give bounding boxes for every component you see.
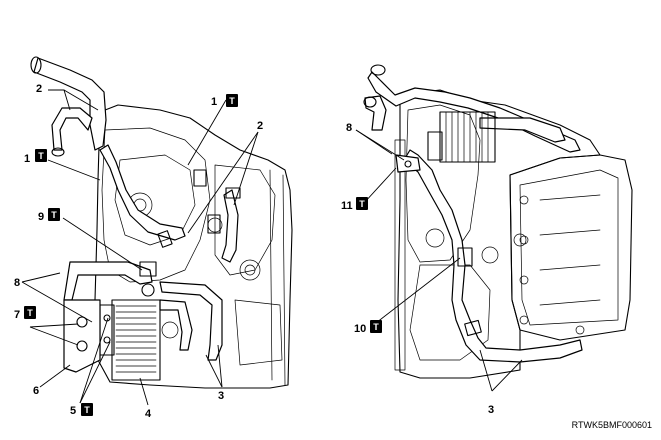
right-engine-view bbox=[363, 64, 633, 379]
torque-icon: T bbox=[48, 208, 60, 221]
callout-5: 5 bbox=[70, 405, 76, 417]
torque-icon: T bbox=[226, 94, 238, 107]
svg-text:T: T bbox=[27, 308, 33, 318]
callout-10: 10 bbox=[354, 323, 366, 335]
torque-icon: T bbox=[24, 306, 36, 319]
torque-icon: T bbox=[370, 320, 382, 333]
callout-2-left: 2 bbox=[36, 83, 42, 95]
svg-text:T: T bbox=[51, 210, 57, 220]
torque-icon: T bbox=[356, 197, 368, 210]
left-engine-view bbox=[30, 56, 293, 389]
oil-cooler-left bbox=[99, 299, 161, 381]
callout-lines bbox=[21, 89, 523, 406]
callout-6: 6 bbox=[33, 385, 39, 397]
callout-11: 11 bbox=[341, 200, 353, 212]
torque-icon: T bbox=[81, 403, 93, 416]
torque-badges: T T T T T T T bbox=[24, 94, 382, 416]
callout-7: 7 bbox=[14, 309, 20, 321]
callout-1-top: 1 bbox=[211, 96, 217, 108]
svg-text:T: T bbox=[229, 96, 235, 106]
oil-cooler-right bbox=[427, 111, 496, 163]
callout-8-left: 8 bbox=[14, 277, 20, 289]
callout-3-right: 3 bbox=[488, 404, 494, 416]
torque-icon: T bbox=[35, 149, 47, 162]
callout-3-left: 3 bbox=[218, 390, 224, 402]
callout-2-right: 2 bbox=[257, 120, 263, 132]
callout-4: 4 bbox=[145, 408, 152, 420]
callout-labels: 1 2 1 2 9 8 7 6 5 4 3 8 11 10 3 bbox=[14, 83, 494, 420]
svg-text:T: T bbox=[359, 199, 365, 209]
svg-text:T: T bbox=[373, 322, 379, 332]
callout-9: 9 bbox=[38, 211, 44, 223]
svg-text:T: T bbox=[38, 151, 44, 161]
svg-text:T: T bbox=[84, 405, 90, 415]
figure-code: RTWK5BMF000601 bbox=[572, 420, 652, 430]
callout-8-right: 8 bbox=[346, 122, 352, 134]
callout-1-left: 1 bbox=[24, 153, 30, 165]
